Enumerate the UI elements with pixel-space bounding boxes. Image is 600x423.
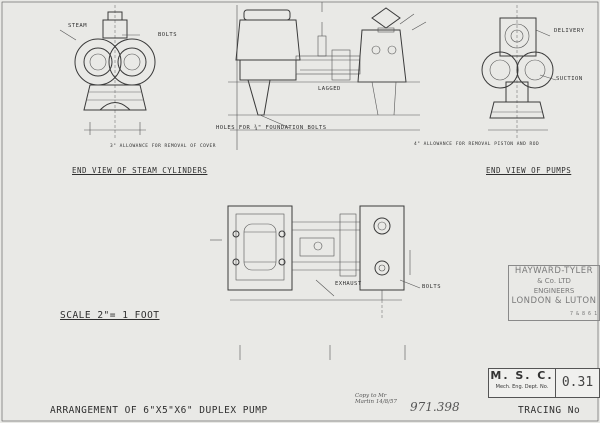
delivery-callout: DELIVERY bbox=[554, 28, 585, 34]
drawing-number-box: 0.31 bbox=[555, 368, 600, 398]
tracing-number-label: TRACING No bbox=[518, 405, 581, 416]
stamp-line-1: HAYWARD-TYLER bbox=[514, 266, 594, 276]
steam-cylinders-end-view bbox=[59, 5, 156, 140]
lagged-callout: LAGGED bbox=[318, 86, 341, 92]
stamp-line-4: LONDON & LUTON bbox=[511, 296, 597, 306]
allowance-left-note: 3" ALLOWANCE FOR REMOVAL OF COVER bbox=[110, 144, 216, 149]
side-elevation bbox=[228, 5, 427, 150]
pencil-number: 971.398 bbox=[410, 400, 460, 414]
allowance-right-note: 4" ALLOWANCE FOR REMOVAL PISTON AND ROD bbox=[414, 142, 540, 147]
pumps-end-view-title: END VIEW OF PUMPS bbox=[486, 166, 572, 175]
msc-subtitle: Mech. Eng. Dept. No. bbox=[495, 384, 549, 390]
plan-view bbox=[210, 205, 421, 360]
scale-label: SCALE 2"= 1 FOOT bbox=[60, 310, 160, 321]
stamp-line-2: & Co. LTD bbox=[537, 277, 571, 285]
suction-callout: SUCTION bbox=[556, 76, 583, 82]
steam-callout: STEAM bbox=[68, 23, 88, 29]
stamp-reference: 7 & 8 6 1 bbox=[570, 311, 598, 317]
holes-callout: HOLES FOR ¾" FOUNDATION BOLTS bbox=[216, 125, 327, 131]
pencil-note-text: Copy to Mr Martin bbox=[355, 393, 387, 405]
exhaust-callout: EXHAUST bbox=[335, 281, 362, 287]
stamp-line-3: ENGINEERS bbox=[533, 287, 575, 295]
steam-end-view-title: END VIEW OF STEAM CYLINDERS bbox=[72, 166, 208, 175]
pumps-end-view bbox=[481, 5, 557, 140]
msc-box: M. S. C. Mech. Eng. Dept. No. bbox=[488, 368, 556, 398]
bolts-callout-plan: BOLTS bbox=[422, 284, 442, 290]
pencil-date: 14/8/57 bbox=[375, 399, 398, 405]
pencil-copy-note: Copy to Mr Martin 14/8/57 bbox=[355, 393, 403, 405]
drawing-title: ARRANGEMENT OF 6"X5"X6" DUPLEX PUMP bbox=[50, 405, 268, 416]
msc-letters: M. S. C. bbox=[490, 369, 554, 382]
bolts-callout-top: BOLTS bbox=[158, 32, 178, 38]
